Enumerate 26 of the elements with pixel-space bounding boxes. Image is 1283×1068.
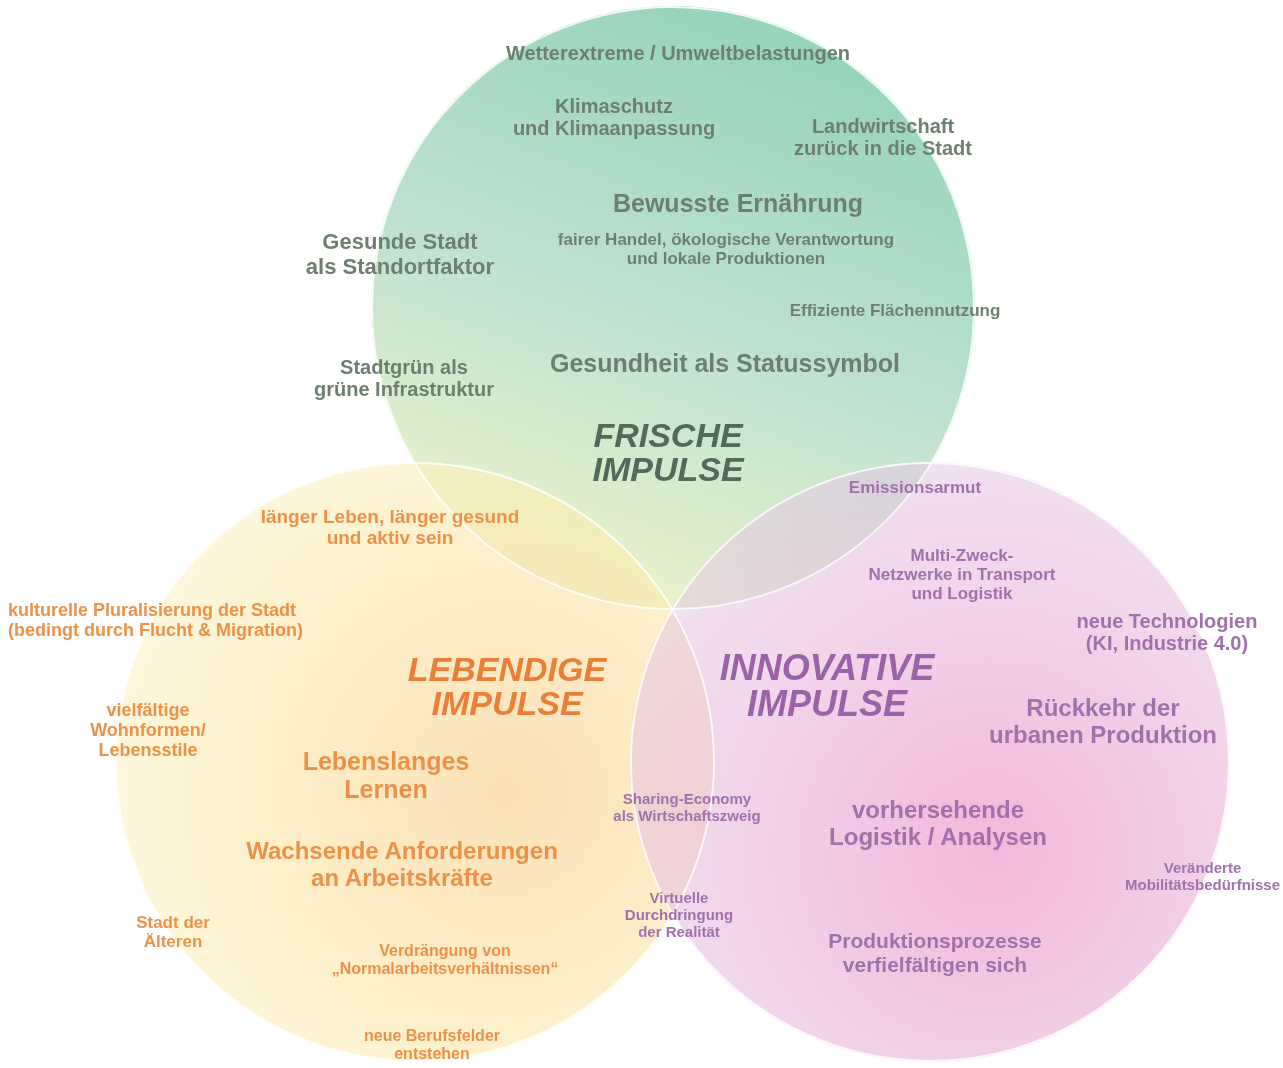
trend-label: Multi-Zweck- Netzwerke in Transport und Logistik xyxy=(868,546,1056,604)
trend-label: Veränderte Mobilitätsbedürfnisse xyxy=(1124,860,1280,894)
trend-label: neue Berufsfelder entstehen xyxy=(364,1027,500,1063)
trend-label: Sharing-Economy als Wirtschaftszweig xyxy=(613,791,761,825)
trend-label: Verdrängung von „Normalarbeitsverhältnissen“ xyxy=(331,942,559,978)
trend-label: Gesunde Stadt als Standortfaktor xyxy=(305,230,495,280)
trend-label: fairer Handel, ökologische Verantwortung und lokale Produktionen xyxy=(557,229,895,269)
trend-label: neue Technologien (KI, Industrie 4.0) xyxy=(1076,609,1258,655)
circle-title: LEBENDIGE IMPULSE xyxy=(407,652,607,720)
trend-label: länger Leben, länger gesund und aktiv sein xyxy=(260,505,520,549)
trend-label: Lebenslanges Lernen xyxy=(302,747,470,803)
trend-label: Emissionsarmut xyxy=(848,478,982,498)
trend-label: Virtuelle Durchdringung der Realität xyxy=(624,889,734,941)
trend-label: Gesundheit als Statussymbol xyxy=(549,349,901,377)
trend-label: Bewusste Ernährung xyxy=(612,189,864,217)
circle-title: INNOVATIVE IMPULSE xyxy=(719,650,935,722)
trend-label: Stadt der Älteren xyxy=(136,912,210,952)
trend-label: vorhersehende Logistik / Analysen xyxy=(829,797,1047,851)
trend-label: kulturelle Pluralisierung der Stadt (bedingt durch Flucht & Migration) xyxy=(8,599,303,641)
circle-title: FRISCHE IMPULSE xyxy=(592,418,744,486)
trend-label: Produktionsprozesse verfielfältigen sich xyxy=(828,929,1042,977)
trend-label: vielfältige Wohnformen/ Lebensstile xyxy=(90,699,206,761)
trend-label: Rückkehr der urbanen Produktion xyxy=(989,695,1217,749)
trend-label: Stadtgrün als grüne Infrastruktur xyxy=(314,355,494,401)
trend-label: Wachsende Anforderungen an Arbeitskräfte xyxy=(246,838,558,892)
trend-label: Klimaschutz und Klimaanpassung xyxy=(512,94,716,140)
